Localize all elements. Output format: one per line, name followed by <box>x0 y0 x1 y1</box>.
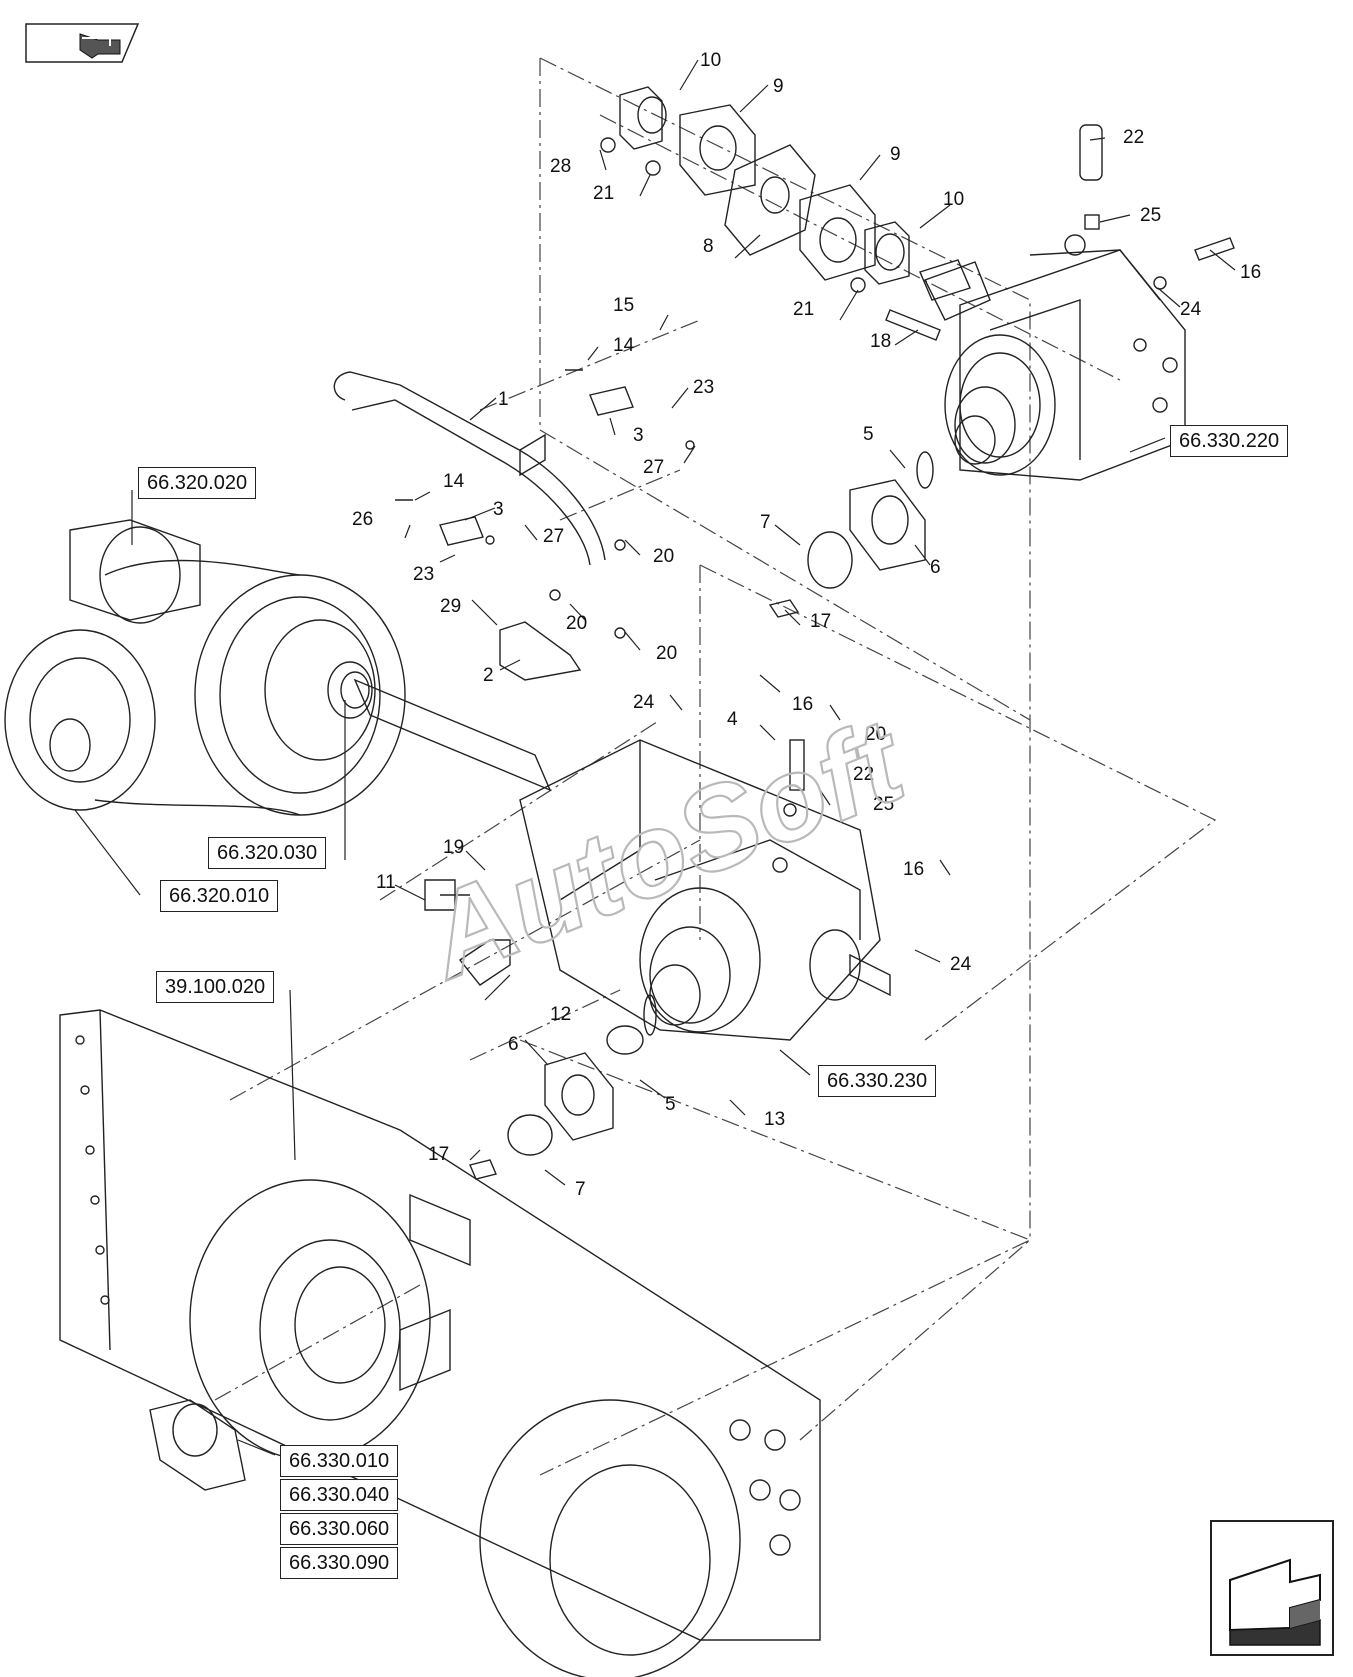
callout-number: 10 <box>700 50 721 71</box>
watermark-text: AutoSoft <box>406 693 924 1005</box>
ref-66-320-010[interactable]: 66.320.010 <box>160 880 279 912</box>
callout-number: 22 <box>1123 127 1144 148</box>
callout-number: 9 <box>890 144 901 165</box>
callout-number: 21 <box>593 183 614 204</box>
callout-number: 19 <box>443 837 464 858</box>
frame-plate <box>59 1009 821 1677</box>
callout-number: 12 <box>550 1004 571 1025</box>
callout-number: 25 <box>873 794 894 815</box>
callout-number: 10 <box>943 189 964 210</box>
callout-number: 28 <box>550 156 571 177</box>
callout-number: 2 <box>483 665 494 686</box>
ref-66-330-220[interactable]: 66.330.220 <box>1170 425 1289 457</box>
ref-66-330-090[interactable]: 66.330.090 <box>280 1547 399 1579</box>
callout-number: 20 <box>865 724 886 745</box>
callout-number: 20 <box>653 546 674 567</box>
callout-number: 9 <box>773 76 784 97</box>
tube-and-brackets <box>333 369 695 681</box>
callout-number: 7 <box>760 512 771 533</box>
return-button[interactable] <box>22 22 140 64</box>
pulley-assembly <box>4 519 552 816</box>
callout-number: 27 <box>643 457 664 478</box>
gear-upper <box>768 451 934 618</box>
callout-number: 26 <box>352 509 373 530</box>
callout-number: 5 <box>863 424 874 445</box>
lower-gearbox <box>519 739 891 1055</box>
callout-number: 18 <box>870 331 891 352</box>
leader-lines <box>74 59 1236 1456</box>
callout-number: 3 <box>493 499 504 520</box>
callout-number: 4 <box>727 709 738 730</box>
coupling-parts-upper <box>600 86 1235 341</box>
callout-number: 5 <box>665 1094 676 1115</box>
ref-66-320-020[interactable]: 66.320.020 <box>138 467 257 499</box>
callout-number: 3 <box>633 425 644 446</box>
callout-number: 22 <box>853 764 874 785</box>
ref-66-330-230[interactable]: 66.330.230 <box>818 1065 937 1097</box>
callout-number: 24 <box>1180 299 1202 320</box>
callout-number: 16 <box>903 859 924 880</box>
callout-number: 20 <box>656 643 677 664</box>
ref-66-330-060[interactable]: 66.330.060 <box>280 1513 399 1545</box>
upper-gearbox <box>924 234 1186 481</box>
callout-numbers: 1092821910821222516241815142332715761714… <box>352 50 1261 1200</box>
ref-39-100-020[interactable]: 39.100.020 <box>156 971 275 1003</box>
callout-number: 1 <box>498 389 509 410</box>
callout-number: 23 <box>413 564 434 585</box>
callout-number: 17 <box>428 1144 449 1165</box>
callout-number: 13 <box>764 1109 785 1130</box>
callout-number: 25 <box>1140 205 1161 226</box>
callout-number: 11 <box>376 872 396 893</box>
callout-number: 14 <box>613 335 635 356</box>
callout-number: 24 <box>633 692 655 713</box>
callout-number: 27 <box>543 526 564 547</box>
ref-66-320-030[interactable]: 66.320.030 <box>208 837 327 869</box>
callout-number: 6 <box>930 557 941 578</box>
ref-66-330-040[interactable]: 66.330.040 <box>280 1479 399 1511</box>
callout-number: 24 <box>950 954 972 975</box>
gear-lower <box>424 879 614 1180</box>
ref-66-330-010[interactable]: 66.330.010 <box>280 1445 399 1477</box>
callout-number: 21 <box>793 299 814 320</box>
return-arrow-icon <box>25 23 140 63</box>
callout-number: 16 <box>792 694 813 715</box>
callout-number: 29 <box>440 596 461 617</box>
callout-number: 16 <box>1240 262 1261 283</box>
callout-number: 14 <box>443 471 465 492</box>
callout-number: 8 <box>703 236 714 257</box>
callout-number: 6 <box>508 1034 519 1055</box>
phantom-boundary-lines <box>214 57 1217 1476</box>
callout-number: 20 <box>566 613 587 634</box>
callout-number: 23 <box>693 377 714 398</box>
callout-number: 7 <box>575 1179 586 1200</box>
callout-number: 17 <box>810 611 831 632</box>
next-page-arrow-icon <box>1210 1520 1334 1656</box>
next-page-button[interactable] <box>1210 1520 1334 1656</box>
callout-number: 15 <box>613 295 634 316</box>
